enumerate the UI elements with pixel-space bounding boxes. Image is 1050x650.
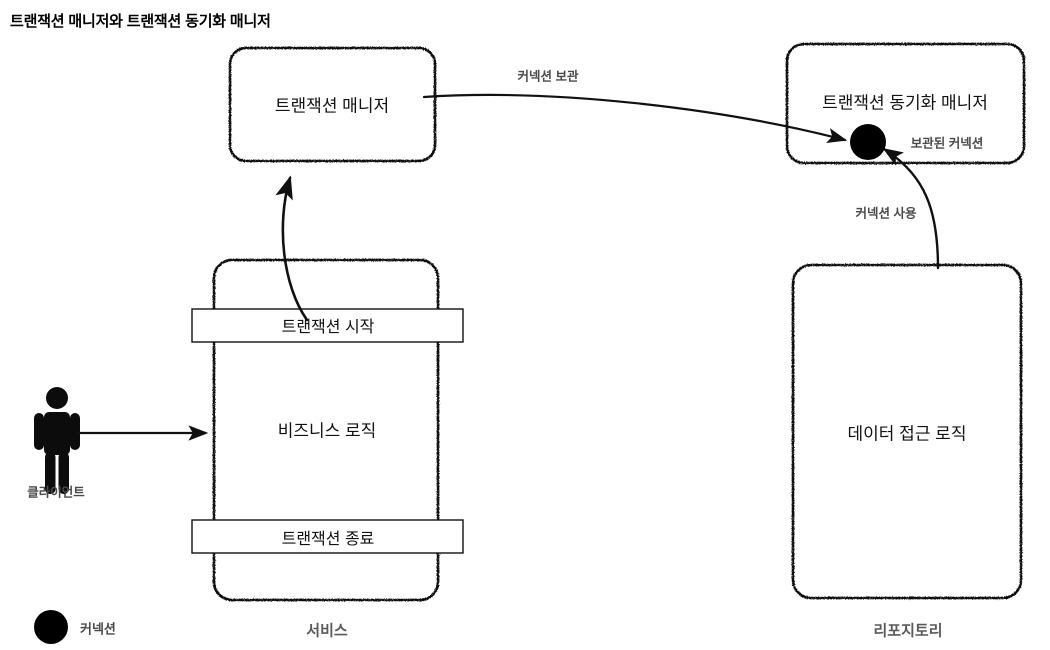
node-label-business-logic: 비즈니스 로직 — [277, 421, 377, 441]
bar-label-transaction-end: 트랜잭션 종료 — [281, 531, 375, 548]
group-label-repository: 리포지토리 — [873, 622, 943, 640]
node-label-transaction-manager: 트랜잭션 매니저 — [274, 96, 390, 116]
group-label-service: 서비스 — [306, 622, 348, 640]
stored-connection-dot — [850, 124, 886, 160]
actor-label-client: 클라이언트 — [27, 485, 85, 500]
bar-transaction-start[interactable] — [191, 308, 464, 343]
page-title: 트랜잭션 매니저와 트랜잭션 동기화 매니저 — [10, 13, 271, 30]
node-transaction-manager[interactable] — [228, 46, 437, 163]
bar-label-transaction-start: 트랜잭션 시작 — [281, 319, 375, 336]
node-repository[interactable] — [791, 263, 1023, 600]
legend-connection-dot — [34, 610, 68, 644]
edge-label-use-connection: 커넥션 사용 — [855, 206, 917, 221]
edge-service-to-transaction-manager — [275, 175, 309, 322]
legend-label-connection: 커넥션 — [80, 621, 116, 637]
edge-label-stored-connection: 보관된 커넥션 — [910, 136, 984, 151]
node-label-data-access-logic: 데이터 접근 로직 — [847, 424, 967, 444]
bar-transaction-end[interactable] — [191, 519, 464, 554]
edge-use-connection — [882, 147, 940, 270]
edge-store-connection — [422, 93, 848, 144]
actor-client-icon — [34, 387, 80, 494]
node-label-transaction-sync-manager: 트랜잭션 동기화 매니저 — [822, 93, 988, 113]
edge-label-store-connection: 커넥션 보관 — [517, 69, 579, 84]
node-service[interactable] — [212, 258, 440, 602]
